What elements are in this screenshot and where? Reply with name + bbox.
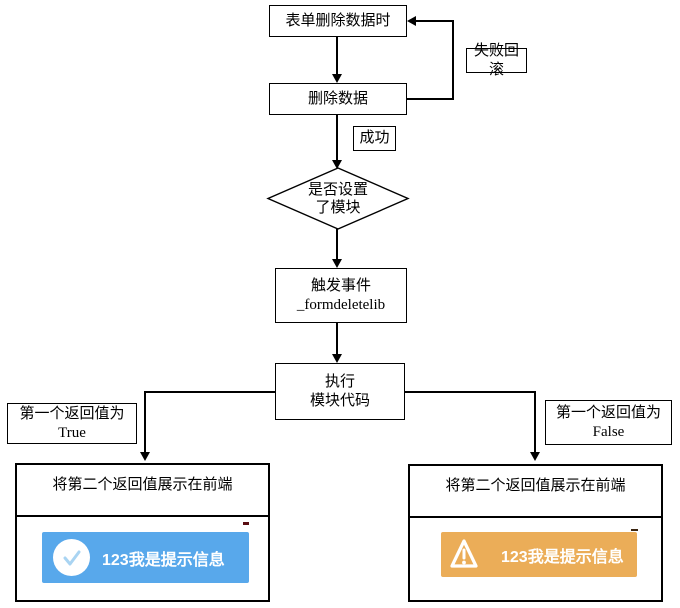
artifact-mark: [631, 529, 638, 531]
label-success: 成功: [353, 126, 396, 151]
node-label: 执行: [324, 373, 355, 390]
node-execute-module-code: 执行 模块代码: [275, 363, 405, 420]
connector-line: [144, 391, 146, 453]
node-delete-data: 删除数据: [269, 83, 407, 115]
connector-line: [336, 323, 338, 354]
event-name: _formdeletelib: [296, 296, 386, 313]
node-label: 表单删除数据时: [285, 12, 391, 29]
label-first-return-false: 第一个返回值为 False: [545, 400, 672, 445]
result-title: 将第二个返回值展示在前端: [52, 477, 233, 493]
artifact-mark: [243, 522, 249, 525]
success-toast: 123我是提示信息: [42, 532, 249, 583]
label-rollback-on-failure: 失败回滚: [466, 43, 527, 78]
arrowhead-down-icon: [530, 452, 540, 461]
connector-line: [405, 391, 536, 393]
connector-line: [407, 98, 454, 100]
connector-line: [534, 391, 536, 453]
divider-line: [17, 515, 268, 517]
diamond-shape: [266, 167, 410, 230]
arrowhead-down-icon: [332, 354, 342, 363]
toast-message: 123我是提示信息: [102, 551, 225, 569]
branch-value: False: [592, 423, 625, 440]
connector-line: [336, 229, 338, 259]
warning-toast: 123我是提示信息: [441, 532, 637, 577]
arrowhead-down-icon: [332, 74, 342, 83]
warning-triangle-icon: [450, 538, 478, 574]
branch-value: True: [58, 424, 86, 441]
connector-line: [336, 37, 338, 74]
result-title: 将第二个返回值展示在前端: [445, 478, 626, 494]
arrowhead-left-icon: [407, 16, 416, 26]
connector-line: [452, 20, 454, 100]
label-text: 失败回滚: [473, 42, 519, 78]
arrowhead-down-icon: [332, 160, 342, 169]
node-label: 删除数据: [307, 90, 368, 107]
label-first-return-true: 第一个返回值为 True: [7, 403, 137, 444]
node-decision-module-set: 是否设置 了模块: [266, 167, 410, 230]
node-trigger-event: 触发事件 _formdeletelib: [275, 268, 407, 323]
node-label: 模块代码: [309, 392, 370, 409]
label-text: 成功: [359, 130, 390, 146]
toast-message: 123我是提示信息: [501, 548, 624, 566]
connector-line: [416, 20, 454, 22]
arrowhead-down-icon: [140, 452, 150, 461]
divider-line: [410, 516, 661, 518]
arrowhead-down-icon: [332, 259, 342, 268]
connector-line: [336, 115, 338, 160]
decision-label: 是否设置 了模块: [307, 181, 368, 216]
connector-line: [144, 391, 275, 393]
check-circle-icon: [53, 539, 90, 576]
node-label: 触发事件: [310, 277, 371, 294]
node-form-delete-start: 表单删除数据时: [269, 5, 407, 37]
